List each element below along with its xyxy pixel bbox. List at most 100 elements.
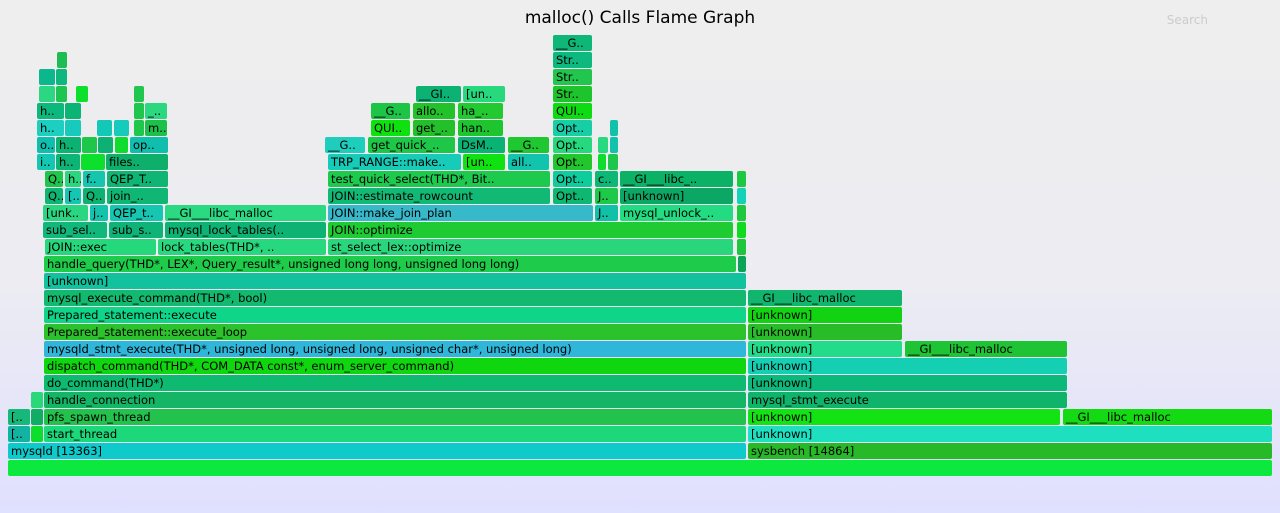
flame-frame[interactable]: __G.. [553, 35, 592, 51]
flame-frame[interactable] [57, 52, 67, 68]
flame-frame[interactable]: mysql_lock_tables(.. [165, 222, 326, 238]
flame-frame[interactable]: [unknown] [748, 375, 1067, 391]
flame-frame[interactable] [610, 120, 618, 136]
flame-frame[interactable]: [un.. [463, 86, 505, 102]
flame-frame[interactable] [738, 256, 746, 272]
flame-frame[interactable]: __GI___libc_malloc [748, 290, 902, 306]
flame-frame[interactable] [8, 460, 1272, 476]
flame-frame[interactable]: [.. [8, 409, 30, 425]
flame-frame[interactable] [114, 120, 129, 136]
flame-frame[interactable]: h.. [37, 103, 64, 119]
flame-frame[interactable]: __GI___libc_malloc [1063, 409, 1272, 425]
flame-frame[interactable]: i.. [37, 154, 55, 170]
flame-frame[interactable]: __G.. [508, 137, 549, 153]
flame-frame[interactable]: Str.. [553, 52, 592, 68]
flame-frame[interactable]: [unknown] [748, 324, 902, 340]
flame-frame[interactable]: mysql_stmt_execute [748, 392, 1067, 408]
flame-frame[interactable]: get_quick_.. [368, 137, 455, 153]
flame-frame[interactable]: __GI___libc_malloc [165, 205, 326, 221]
flame-frame[interactable]: QEP_T.. [107, 171, 168, 187]
flame-frame[interactable]: [unknown] [748, 426, 1272, 442]
flame-frame[interactable]: j.. [90, 205, 108, 221]
flame-frame[interactable] [82, 137, 97, 153]
flame-frame[interactable]: h.. [56, 154, 80, 170]
flame-frame[interactable]: sub_sel.. [43, 222, 107, 238]
flame-frame[interactable]: Q.. [45, 171, 63, 187]
flame-frame[interactable]: __G.. [371, 103, 410, 119]
flame-frame[interactable]: handle_connection [44, 392, 746, 408]
flame-frame[interactable]: Str.. [553, 69, 592, 85]
flame-frame[interactable]: [unk.. [43, 205, 88, 221]
flame-frame[interactable]: allo.. [413, 103, 455, 119]
flame-frame[interactable] [97, 120, 112, 136]
flame-frame[interactable]: Q.. [83, 188, 105, 204]
flame-frame[interactable] [115, 137, 128, 153]
flame-frame[interactable]: JOIN::make_join_plan [328, 205, 593, 221]
flame-frame[interactable]: join_.. [107, 188, 168, 204]
flame-frame[interactable]: DsM.. [458, 137, 505, 153]
flame-frame[interactable]: ha_.. [458, 103, 503, 119]
flame-frame[interactable] [134, 86, 144, 102]
flame-frame[interactable]: Opt.. [553, 154, 592, 170]
flame-frame[interactable]: h.. [65, 171, 81, 187]
flame-frame[interactable]: __GI___libc_.. [620, 171, 733, 187]
flame-frame[interactable]: all.. [508, 154, 549, 170]
flame-frame[interactable]: Prepared_statement::execute_loop [44, 324, 746, 340]
search-button[interactable]: Search [1166, 13, 1208, 27]
flame-frame[interactable]: Opt.. [553, 120, 592, 136]
flame-frame[interactable]: JOIN::estimate_rowcount [328, 188, 550, 204]
flame-frame[interactable]: han.. [458, 120, 503, 136]
flame-frame[interactable] [134, 120, 144, 136]
flame-frame[interactable]: f.. [83, 171, 105, 187]
flame-frame[interactable]: Opt.. [553, 188, 592, 204]
flame-frame[interactable]: start_thread [44, 426, 746, 442]
flame-frame[interactable]: [unknown] [748, 341, 902, 357]
flame-frame[interactable]: op.. [130, 137, 168, 153]
flame-frame[interactable]: [unknown] [748, 307, 902, 323]
flame-frame[interactable]: mysqld_stmt_execute(THD*, unsigned long,… [44, 341, 746, 357]
flame-frame[interactable]: [un.. [463, 154, 505, 170]
flame-frame[interactable] [598, 154, 606, 170]
flame-frame[interactable] [737, 239, 746, 255]
flame-frame[interactable]: sysbench [14864] [748, 443, 1272, 459]
flame-frame[interactable]: Q.. [45, 188, 63, 204]
flame-frame[interactable]: lock_tables(THD*, .. [158, 239, 326, 255]
flame-frame[interactable]: QUI.. [371, 120, 410, 136]
flame-frame[interactable] [39, 69, 55, 85]
flame-frame[interactable] [134, 103, 144, 119]
flame-frame[interactable] [98, 137, 113, 153]
flame-frame[interactable]: do_command(THD*) [44, 375, 746, 391]
flame-frame[interactable]: [unknown] [748, 358, 1067, 374]
flame-frame[interactable] [31, 392, 43, 408]
flame-frame[interactable]: handle_query(THD*, LEX*, Query_result*, … [44, 256, 736, 272]
flame-frame[interactable]: Str.. [553, 86, 592, 102]
flame-frame[interactable]: [unknown] [44, 273, 746, 289]
flame-frame[interactable]: dispatch_command(THD*, COM_DATA const*, … [44, 358, 746, 374]
flame-frame[interactable]: st_select_lex::optimize [328, 239, 733, 255]
flame-frame[interactable]: mysqld [13363] [8, 443, 746, 459]
flame-frame[interactable] [65, 103, 81, 119]
flame-frame[interactable]: Opt.. [553, 171, 592, 187]
flame-frame[interactable]: [.. [8, 426, 30, 442]
flame-frame[interactable]: QEP_t.. [110, 205, 163, 221]
flame-frame[interactable] [31, 409, 43, 425]
flame-frame[interactable]: sub_s.. [109, 222, 163, 238]
flame-frame[interactable] [598, 137, 608, 153]
flame-frame[interactable]: get_.. [413, 120, 455, 136]
flame-frame[interactable] [608, 154, 618, 170]
flame-frame[interactable]: JOIN::optimize [328, 222, 733, 238]
flame-frame[interactable]: pfs_spawn_thread [44, 409, 746, 425]
flame-frame[interactable]: Opt.. [553, 137, 592, 153]
flame-frame[interactable] [737, 188, 746, 204]
flame-frame[interactable] [56, 69, 67, 85]
flame-frame[interactable]: Prepared_statement::execute [44, 307, 746, 323]
flame-frame[interactable] [737, 222, 746, 238]
flame-frame[interactable] [56, 86, 67, 102]
flame-frame[interactable]: h.. [56, 137, 81, 153]
flame-frame[interactable] [81, 154, 105, 170]
flame-frame[interactable] [65, 120, 81, 136]
flame-frame[interactable]: J.. [595, 188, 618, 204]
flame-frame[interactable]: m.. [145, 120, 167, 136]
flame-frame[interactable]: mysql_execute_command(THD*, bool) [44, 290, 746, 306]
flame-frame[interactable]: c.. [595, 171, 618, 187]
